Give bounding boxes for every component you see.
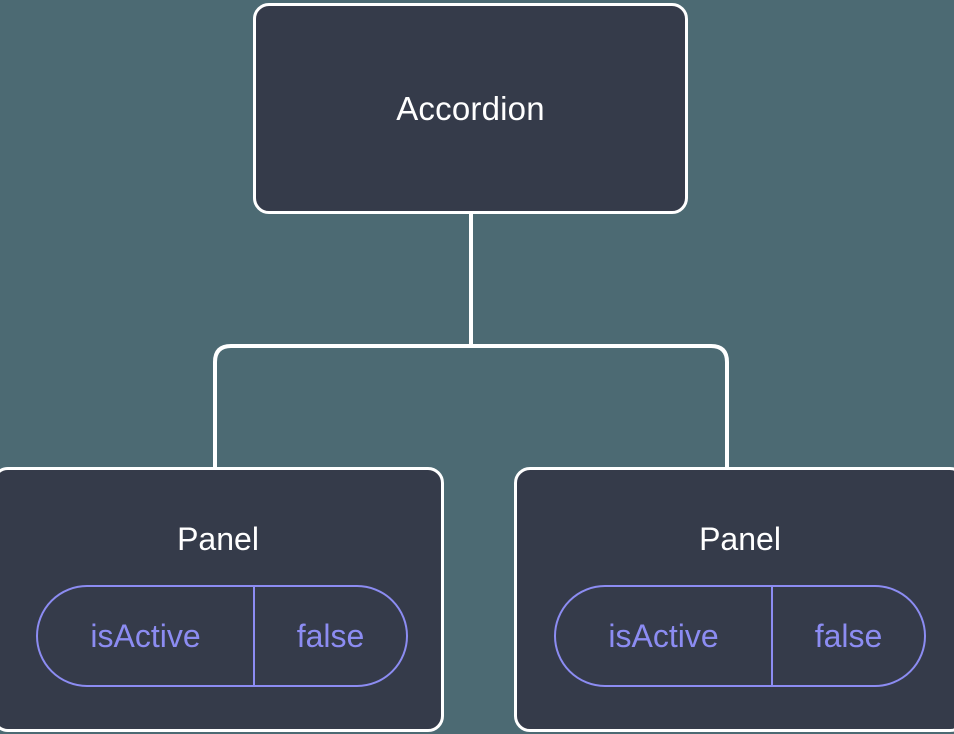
prop-pill-left[interactable]: isActive false: [36, 585, 408, 687]
prop-value-isactive-right: false: [814, 618, 883, 654]
node-panel-left[interactable]: Panel isActive false: [0, 467, 444, 732]
node-panel-right-title: Panel: [699, 521, 781, 557]
node-accordion-title: Accordion: [396, 90, 545, 127]
node-panel-right[interactable]: Panel isActive false: [514, 467, 954, 732]
prop-value-isactive-left: false: [296, 618, 365, 654]
prop-key-isactive-right: isActive: [556, 587, 773, 685]
node-accordion[interactable]: Accordion: [253, 3, 688, 214]
prop-pill-right[interactable]: isActive false: [554, 585, 926, 687]
edge-branch-to-panel-left: [213, 344, 471, 470]
prop-key-isactive-left: isActive: [38, 587, 255, 685]
edge-branch-to-panel-right: [471, 344, 729, 470]
node-panel-left-title: Panel: [177, 521, 259, 557]
